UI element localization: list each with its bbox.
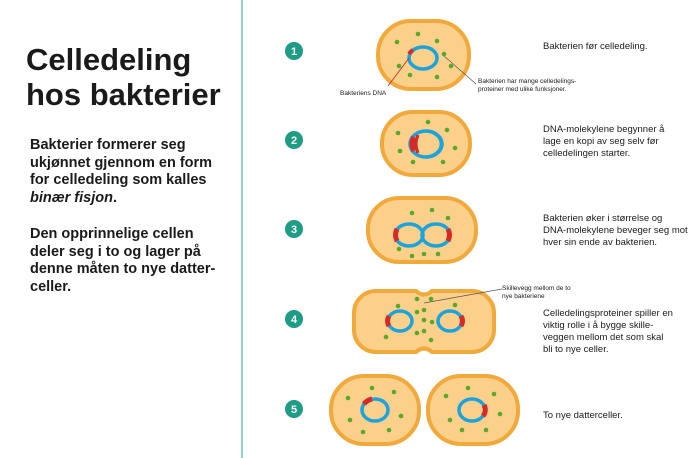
step-number-2: 2 (291, 135, 297, 147)
step-badge-4: 4 (285, 310, 303, 328)
wall-label: Skillevegg mellom de to nye bakteriene (502, 285, 571, 300)
title-line-1: Celledeling (26, 42, 192, 77)
step-badge-2: 2 (285, 131, 303, 149)
intro-period: . (112, 189, 118, 206)
step-badge-5: 5 (285, 400, 303, 418)
vertical-divider (241, 0, 243, 458)
proteins-step-4 (383, 296, 458, 343)
step-badge-3: 3 (285, 220, 303, 238)
cell-step-1 (376, 19, 471, 91)
dna-leader-line (387, 57, 410, 87)
step-number-5: 5 (291, 404, 297, 416)
step-number-3: 3 (291, 224, 297, 236)
step-desc-3: Bakterien øker i størrelse og DNA-moleky… (543, 213, 688, 248)
wall-leader-line (423, 288, 503, 304)
cell-step-5a (329, 374, 421, 446)
cell-step-5b (426, 374, 520, 446)
intro-italic-term: binær fisjon (30, 189, 113, 206)
intro-text: Bakterier formerer seg ukjønnet gjennom … (30, 137, 213, 188)
step-desc-2: DNA-molekylene begynner å lage en kopi a… (543, 124, 665, 159)
cell-step-4 (352, 289, 496, 354)
cell-step-3 (366, 196, 478, 264)
step-desc-5: To nye datterceller. (543, 410, 623, 421)
second-paragraph: Den opprinnelige cellen deler seg i to o… (30, 226, 216, 295)
proteins-step-3 (396, 207, 451, 259)
intro-paragraph: Bakterier formerer seg ukjønnet gjennom … (30, 137, 230, 207)
step-badge-1: 1 (285, 42, 303, 60)
title-line-2: hos bakterier (26, 77, 221, 112)
proteins-step-1 (394, 31, 454, 80)
page-title: Celledeling hos bakterier (26, 42, 221, 112)
protein-leader-line (443, 55, 477, 85)
dna-label: Bakteriens DNA (340, 90, 387, 97)
proteins-label: Bakterien har mange celledelings-protein… (478, 78, 577, 93)
cell-step-2 (380, 110, 472, 177)
step-desc-1: Bakterien før celledeling. (543, 41, 648, 52)
step-number-1: 1 (291, 46, 297, 58)
step-number-4: 4 (291, 314, 298, 326)
proteins-step-2 (395, 119, 458, 165)
step-desc-4: Celledelingsproteiner spiller en viktig … (543, 308, 673, 355)
